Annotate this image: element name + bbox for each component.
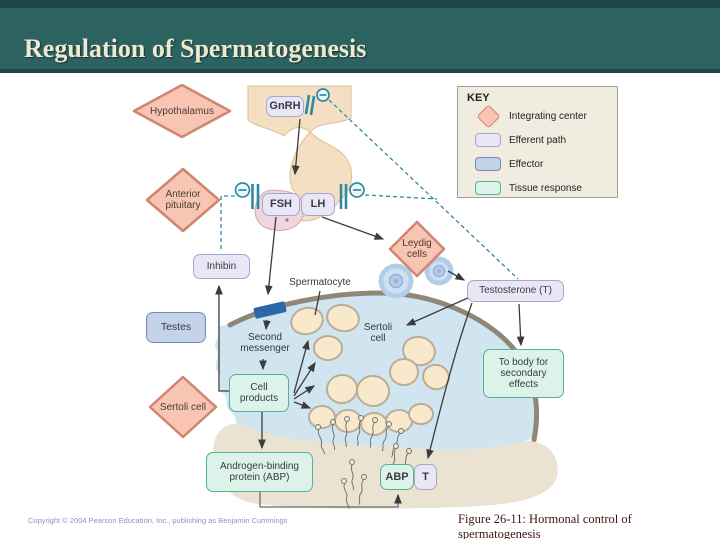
leydig-cells-label: Leydig cells: [402, 238, 432, 260]
key-label: Tissue response: [509, 182, 582, 194]
diamond-shapes: [132, 83, 446, 439]
leydig-diamond-shape: [388, 220, 446, 278]
key-row-effector: Effector: [467, 152, 617, 176]
fsh-box: FSH: [262, 193, 300, 216]
lh-box: LH: [301, 193, 335, 216]
minus-icon-fsh: [234, 182, 251, 198]
minus-icon-lh: [349, 182, 365, 198]
to-body-box: To body for secondary effects: [483, 349, 564, 398]
key-row-integrating-center: Integrating center: [467, 103, 617, 129]
sertoli-cell-diamond-label: Sertoli cell: [159, 401, 207, 413]
title-bar: Regulation of Spermatogenesis: [0, 0, 720, 73]
t-box: T: [414, 464, 437, 490]
testosterone-box: Testosterone (T): [467, 280, 564, 302]
feedback-dashed-lines: [220, 99, 519, 280]
efferent-path-swatch: [475, 133, 501, 147]
sertoli-diamond-shape: [148, 375, 218, 439]
sertoli-cell-interior-label: Sertoli cell: [363, 322, 393, 345]
second-messenger-label: Second messenger: [240, 332, 290, 355]
leydig-cell-graphics: [378, 256, 454, 299]
key-label: Efferent path: [509, 134, 567, 146]
key-row-efferent-path: Efferent path: [467, 128, 617, 152]
anterior-pituitary-label: Anterior pituitary: [165, 189, 201, 211]
hypothalamus-diamond-shape: [132, 83, 232, 139]
androgen-binding-protein-box: Androgen-binding protein (ABP): [206, 452, 313, 492]
hypothalamus-label: Hypothalamus: [150, 105, 214, 117]
key-row-tissue-response: Tissue response: [467, 176, 617, 200]
minus-icons: [234, 88, 365, 198]
figure-caption: Figure 26-11: Hormonal control of sperma…: [458, 512, 632, 539]
minus-icon-gnrh: [316, 88, 330, 102]
key-title: KEY: [467, 92, 490, 104]
inhibin-box: Inhibin: [193, 254, 250, 279]
inhibition-bars: [251, 94, 348, 209]
tissue-response-swatch: [475, 181, 501, 195]
copyright-text: Copyright © 2004 Pearson Education, Inc.…: [28, 516, 288, 525]
gnrh-box: GnRH: [266, 96, 304, 117]
key-panel: KEY Integrating center Efferent path Eff…: [457, 86, 618, 198]
fsh-receptor-icon: [253, 301, 287, 319]
key-label: Effector: [509, 158, 544, 170]
integrating-center-swatch: [475, 103, 501, 129]
spermatocyte-label: Spermatocyte: [289, 277, 351, 288]
key-label: Integrating center: [509, 110, 587, 122]
anterior-pituitary-diamond-shape: [145, 167, 221, 233]
testes-box: Testes: [146, 312, 206, 343]
cell-products-box: Cell products: [229, 374, 289, 412]
slide-title: Regulation of Spermatogenesis: [24, 34, 367, 63]
arrows: [215, 118, 525, 508]
effector-swatch: [475, 157, 501, 171]
abp-box: ABP: [380, 464, 414, 490]
